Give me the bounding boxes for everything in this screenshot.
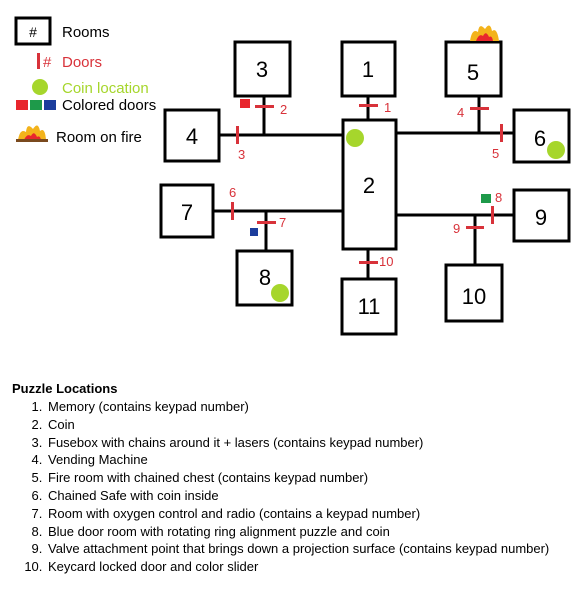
door-4-marker xyxy=(470,107,489,110)
room-5-box xyxy=(444,40,503,98)
room-8-label: 8 xyxy=(259,265,271,290)
room-11-label: 11 xyxy=(358,294,381,319)
door-6-label: 6 xyxy=(229,185,236,200)
door-2-red-key-marker xyxy=(240,99,250,108)
room-10-label: 10 xyxy=(462,284,486,309)
room-6-label: 6 xyxy=(534,126,546,151)
room-6-coin-icon xyxy=(547,141,565,159)
door-9-label: 9 xyxy=(453,221,460,236)
legend-room-symbol: # xyxy=(29,24,37,40)
door-9-marker xyxy=(466,226,484,229)
room-11-box xyxy=(340,277,398,336)
door-7-marker xyxy=(257,221,276,224)
legend-doors-label: Doors xyxy=(62,54,102,71)
coins xyxy=(271,129,565,302)
legend-fire-label: Room on fire xyxy=(56,129,142,146)
room-8-coin-icon xyxy=(271,284,289,302)
room-3-label: 3 xyxy=(256,57,268,82)
room-1-label: 1 xyxy=(362,57,374,82)
puzzle-locations: Puzzle Locations Memory (contains keypad… xyxy=(12,381,582,576)
door-2-label: 2 xyxy=(280,102,287,117)
door-8-green-key-marker xyxy=(481,194,491,203)
door-3-marker xyxy=(236,126,239,144)
door-8-marker xyxy=(491,206,494,224)
legend-green-door-swatch xyxy=(30,100,42,110)
legend-fire-icon xyxy=(16,125,48,142)
room-5-label: 5 xyxy=(467,60,479,85)
puzzle-locations-title: Puzzle Locations xyxy=(12,381,118,396)
door-10-marker xyxy=(359,261,378,264)
doors: 1 2 3 4 5 6 7 8 9 10 xyxy=(229,100,503,269)
legend-coin-label: Coin location xyxy=(62,80,149,97)
puzzle-item: Coin xyxy=(46,416,582,434)
legend-red-door-swatch xyxy=(16,100,28,110)
legend-rooms-label: Rooms xyxy=(62,24,110,41)
door-6-marker xyxy=(231,202,234,220)
door-8-label: 8 xyxy=(495,190,502,205)
floor-plan-map: # Rooms # Doors Coin location Colored do… xyxy=(14,16,571,336)
legend-blue-door-swatch xyxy=(44,100,56,110)
legend-room-symbol-box xyxy=(14,16,52,46)
legend-door-symbol: # xyxy=(43,54,52,71)
room-3-box xyxy=(233,40,292,98)
room-10-box xyxy=(444,263,504,323)
room-9-label: 9 xyxy=(535,205,547,230)
puzzle-item: Valve attachment point that brings down … xyxy=(46,540,582,558)
puzzle-item: Memory (contains keypad number) xyxy=(46,398,582,416)
door-5-label: 5 xyxy=(492,146,499,161)
door-1-label: 1 xyxy=(384,100,391,115)
legend-colored-doors-label: Colored doors xyxy=(62,97,156,114)
door-3-label: 3 xyxy=(238,147,245,162)
puzzle-list: Memory (contains keypad number) Coin Fus… xyxy=(12,398,582,576)
door-7-label: 7 xyxy=(279,215,286,230)
room-9-box xyxy=(512,188,571,243)
door-2-marker xyxy=(255,105,274,108)
puzzle-item: Blue door room with rotating ring alignm… xyxy=(46,523,582,541)
puzzle-item: Vending Machine xyxy=(46,451,582,469)
puzzle-item: Fusebox with chains around it + lasers (… xyxy=(46,434,582,452)
puzzle-item: Chained Safe with coin inside xyxy=(46,487,582,505)
room-4-label: 4 xyxy=(186,124,198,149)
room-4-box xyxy=(163,108,221,163)
legend-coin-icon xyxy=(32,79,48,95)
room-1-box xyxy=(340,40,397,98)
room-5-fire-icon xyxy=(470,25,499,41)
rooms: 3 1 5 4 2 6 7 9 8 10 11 xyxy=(159,40,571,336)
puzzle-item: Room with oxygen control and radio (cont… xyxy=(46,505,582,523)
room-7-label: 7 xyxy=(181,200,193,225)
legend: # Rooms # Doors Coin location Colored do… xyxy=(14,16,156,146)
legend-door-symbol-bar xyxy=(37,53,40,69)
door-7-blue-key-marker xyxy=(250,228,258,236)
door-1-marker xyxy=(359,104,378,107)
door-10-label: 10 xyxy=(379,254,393,269)
puzzle-item: Fire room with chained chest (contains k… xyxy=(46,469,582,487)
room-2-label: 2 xyxy=(363,173,375,198)
door-5-marker xyxy=(500,124,503,142)
room-2-coin-icon xyxy=(346,129,364,147)
room-7-box xyxy=(159,183,215,239)
puzzle-item: Keycard locked door and color slider xyxy=(46,558,582,576)
door-4-label: 4 xyxy=(457,105,464,120)
